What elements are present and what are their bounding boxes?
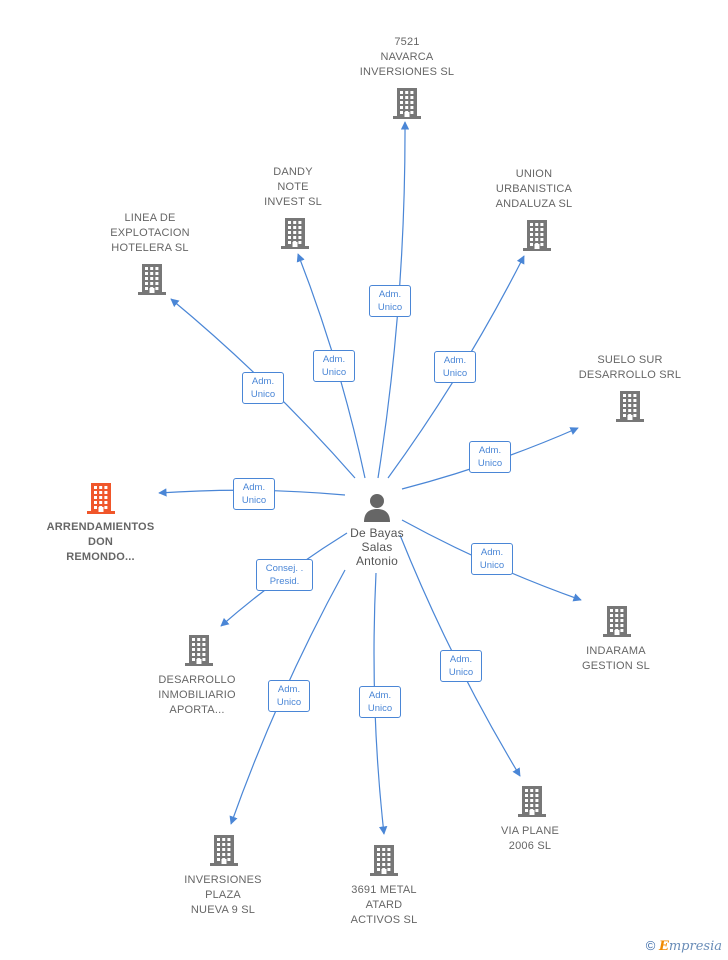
company-node-linea[interactable]: LINEA DE EXPLOTACION HOTELERA SL bbox=[90, 211, 210, 256]
company-node-viaplane[interactable]: VIA PLANE 2006 SL bbox=[470, 824, 590, 854]
company-label: UNION URBANISTICA ANDALUZA SL bbox=[495, 168, 573, 210]
company-node-arrendamientos[interactable]: ARRENDAMIENTOS DON REMONDO... bbox=[28, 520, 173, 565]
building-icon[interactable] bbox=[517, 784, 547, 823]
company-node-suelo[interactable]: SUELO SUR DESARROLLO SRL bbox=[570, 353, 690, 383]
center-person[interactable]: De Bayas Salas Antonio bbox=[327, 492, 427, 568]
relation-label-desarrollo[interactable]: Consej. . Presid. bbox=[256, 559, 313, 591]
person-icon bbox=[364, 494, 390, 522]
building-icon[interactable] bbox=[392, 86, 422, 125]
company-node-metal[interactable]: 3691 METAL ATARD ACTIVOS SL bbox=[324, 883, 444, 928]
company-node-navarca[interactable]: 7521 NAVARCA INVERSIONES SL bbox=[347, 35, 467, 80]
building-icon[interactable] bbox=[209, 833, 239, 872]
relation-label-inversiones[interactable]: Adm. Unico bbox=[268, 680, 310, 712]
company-label: LINEA DE EXPLOTACION HOTELERA SL bbox=[110, 212, 190, 254]
company-label: 7521 NAVARCA INVERSIONES SL bbox=[359, 36, 455, 78]
company-node-dandy[interactable]: DANDY NOTE INVEST SL bbox=[233, 165, 353, 210]
company-label: 3691 METAL ATARD ACTIVOS SL bbox=[350, 884, 418, 926]
company-node-union[interactable]: UNION URBANISTICA ANDALUZA SL bbox=[474, 167, 594, 212]
copyright-icon: © bbox=[645, 938, 656, 953]
company-label: DANDY NOTE INVEST SL bbox=[264, 166, 322, 208]
relation-label-dandy[interactable]: Adm. Unico bbox=[313, 350, 355, 382]
building-icon[interactable] bbox=[369, 843, 399, 882]
company-label: ARRENDAMIENTOS DON REMONDO... bbox=[46, 521, 155, 563]
company-label: VIA PLANE 2006 SL bbox=[500, 825, 560, 852]
company-label: INVERSIONES PLAZA NUEVA 9 SL bbox=[184, 874, 262, 916]
building-icon[interactable] bbox=[280, 216, 310, 255]
relation-label-arrendamientos[interactable]: Adm. Unico bbox=[233, 478, 275, 510]
company-node-indarama[interactable]: INDARAMA GESTION SL bbox=[556, 644, 676, 674]
relation-label-metal[interactable]: Adm. Unico bbox=[359, 686, 401, 718]
company-label: SUELO SUR DESARROLLO SRL bbox=[578, 354, 682, 381]
building-icon[interactable] bbox=[184, 633, 214, 672]
relation-label-union[interactable]: Adm. Unico bbox=[434, 351, 476, 383]
company-node-inversiones[interactable]: INVERSIONES PLAZA NUEVA 9 SL bbox=[163, 873, 283, 918]
company-label: DESARROLLO INMOBILIARIO APORTA... bbox=[158, 674, 236, 716]
brand-logo: Empresia bbox=[658, 939, 722, 954]
footer-brand[interactable]: © Empresia bbox=[646, 938, 722, 954]
building-icon-highlight[interactable] bbox=[86, 481, 116, 520]
building-icon[interactable] bbox=[137, 262, 167, 301]
relation-label-navarca[interactable]: Adm. Unico bbox=[369, 285, 411, 317]
relation-label-suelo[interactable]: Adm. Unico bbox=[469, 441, 511, 473]
person-name: De Bayas Salas Antonio bbox=[350, 526, 404, 568]
relation-label-indarama[interactable]: Adm. Unico bbox=[471, 543, 513, 575]
building-icon[interactable] bbox=[522, 218, 552, 257]
building-icon[interactable] bbox=[602, 604, 632, 643]
building-icon[interactable] bbox=[615, 389, 645, 428]
company-node-desarrollo[interactable]: DESARROLLO INMOBILIARIO APORTA... bbox=[137, 673, 257, 718]
relation-label-viaplane[interactable]: Adm. Unico bbox=[440, 650, 482, 682]
relation-label-linea[interactable]: Adm. Unico bbox=[242, 372, 284, 404]
company-label: INDARAMA GESTION SL bbox=[581, 645, 651, 672]
